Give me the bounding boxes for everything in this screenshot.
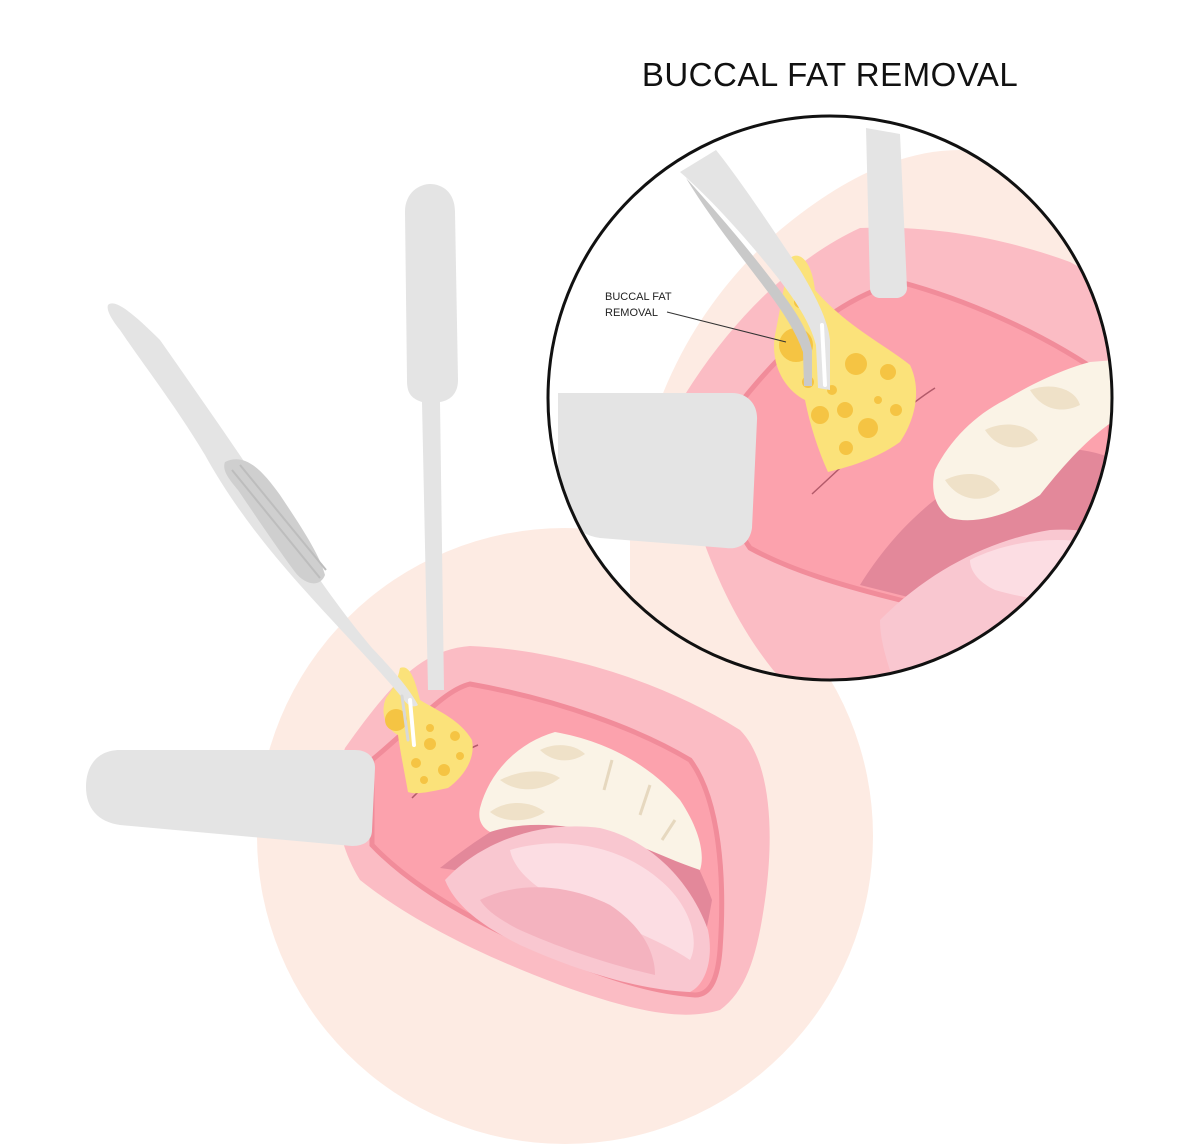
inset-forceps (680, 150, 830, 390)
inset-border (546, 114, 1114, 682)
upper-teeth (479, 732, 702, 870)
inset-label-line2: REMOVAL (605, 307, 658, 319)
vertical-retractor (405, 184, 458, 690)
inset-label-line1: BUCCAL FAT (605, 291, 672, 303)
inset-horizontal-retractor (558, 393, 758, 549)
inset-view: BUCCAL FAT REMOVAL (546, 114, 1114, 682)
main-view (86, 184, 873, 1144)
inset-vertical-retractor (866, 128, 907, 298)
inset-teeth (933, 360, 1112, 521)
tongue-shadow (480, 887, 655, 975)
inset-label-leader (666, 311, 787, 343)
horizontal-retractor (86, 750, 375, 846)
diagram-title: BUCCAL FAT REMOVAL (641, 56, 1019, 93)
forceps (107, 303, 418, 747)
